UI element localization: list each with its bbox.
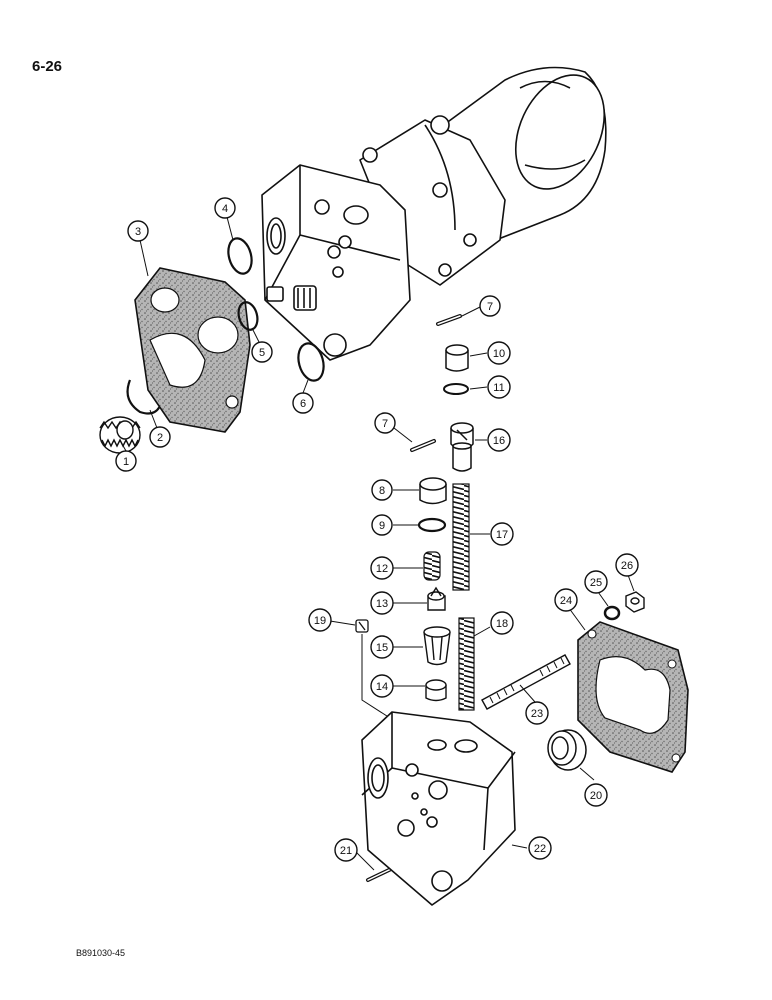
stud-23-part xyxy=(481,654,571,710)
callout-15: 15 xyxy=(370,635,394,659)
callout-26: 26 xyxy=(615,553,639,577)
o-ring-5-part xyxy=(237,301,259,331)
callout-8-label: 8 xyxy=(379,485,385,497)
callout-5-label: 5 xyxy=(259,347,265,359)
pump-motor-assembly xyxy=(261,66,607,361)
callout-24: 24 xyxy=(554,588,578,612)
callout-16-label: 16 xyxy=(493,435,505,447)
callout-23-label: 23 xyxy=(531,708,543,720)
plug-8-part xyxy=(419,477,447,505)
callout-6: 6 xyxy=(292,392,314,414)
gasket-24-part xyxy=(577,621,689,773)
plug-19-part xyxy=(355,619,369,633)
callout-17-label: 17 xyxy=(496,529,508,541)
callout-26-label: 26 xyxy=(621,560,633,572)
callout-3: 3 xyxy=(127,220,149,242)
gasket-3-part xyxy=(134,267,251,433)
sleeve-15-part xyxy=(423,626,451,666)
callout-21: 21 xyxy=(334,838,358,862)
callout-12-label: 12 xyxy=(376,563,388,575)
figure-code: B891030-45 xyxy=(76,948,126,958)
callout-2-label: 2 xyxy=(157,432,163,444)
callout-16: 16 xyxy=(487,428,511,452)
callout-20: 20 xyxy=(584,783,608,807)
callout-22-label: 22 xyxy=(534,843,546,855)
callout-6-label: 6 xyxy=(300,398,306,410)
callout-18: 18 xyxy=(490,611,514,635)
callout-11: 11 xyxy=(487,375,511,399)
callout-9-label: 9 xyxy=(379,520,385,532)
callout-24-label: 24 xyxy=(560,595,572,607)
callout-3-label: 3 xyxy=(135,226,141,238)
callout-21-label: 21 xyxy=(340,845,352,857)
callout-11-label: 11 xyxy=(493,382,504,394)
callout-10-label: 10 xyxy=(493,348,505,360)
callout-8: 8 xyxy=(371,479,393,501)
callout-13: 13 xyxy=(370,591,394,615)
spool-16-part xyxy=(450,422,474,472)
callout-20-label: 20 xyxy=(590,790,602,802)
spring-17-part xyxy=(452,483,470,591)
pin-7-upper-part xyxy=(436,314,462,326)
callout-9: 9 xyxy=(371,514,393,536)
o-ring-11-part xyxy=(443,383,469,395)
poppet-13-part xyxy=(427,586,446,611)
callout-4: 4 xyxy=(214,197,236,219)
callout-7-lower: 7 xyxy=(374,412,396,434)
callout-15-label: 15 xyxy=(376,642,388,654)
callout-22: 22 xyxy=(528,836,552,860)
callout-5: 5 xyxy=(251,341,273,363)
seal-20-part xyxy=(547,729,587,771)
callout-23: 23 xyxy=(525,701,549,725)
callout-25-label: 25 xyxy=(590,577,602,589)
callout-4-label: 4 xyxy=(222,203,228,215)
callout-14: 14 xyxy=(370,674,394,698)
callout-25: 25 xyxy=(584,570,608,594)
callout-7-lower-label: 7 xyxy=(382,418,388,430)
seat-14-part xyxy=(425,679,447,702)
callout-10: 10 xyxy=(487,341,511,365)
page-number: 6-26 xyxy=(32,58,63,75)
callout-18-label: 18 xyxy=(496,618,508,630)
callout-14-label: 14 xyxy=(376,681,388,693)
o-ring-4-part xyxy=(227,237,253,275)
callout-13-label: 13 xyxy=(376,598,388,610)
callout-2: 2 xyxy=(149,426,171,448)
plug-10-part xyxy=(445,344,469,372)
callout-19-label: 19 xyxy=(314,615,326,627)
callout-7-upper-label: 7 xyxy=(487,301,493,313)
callout-1: 1 xyxy=(115,450,137,472)
callout-1-label: 1 xyxy=(123,456,129,468)
gear-part xyxy=(99,416,141,454)
valve-body-22-part xyxy=(361,711,516,906)
pin-7-lower-part xyxy=(410,439,436,452)
o-ring-9-part xyxy=(417,517,447,533)
callout-19: 19 xyxy=(308,608,332,632)
callout-labels: 1 2 3 4 5 6 7 10 11 7 16 8 9 17 12 13 15… xyxy=(115,197,639,862)
o-ring-6-part xyxy=(297,342,325,382)
callout-17: 17 xyxy=(490,522,514,546)
callout-12: 12 xyxy=(370,556,394,580)
nut-26-part xyxy=(625,591,645,613)
spring-18-part xyxy=(458,617,475,711)
spring-12-part xyxy=(423,551,441,581)
washer-25-part xyxy=(603,605,621,621)
callout-7-upper: 7 xyxy=(479,295,501,317)
